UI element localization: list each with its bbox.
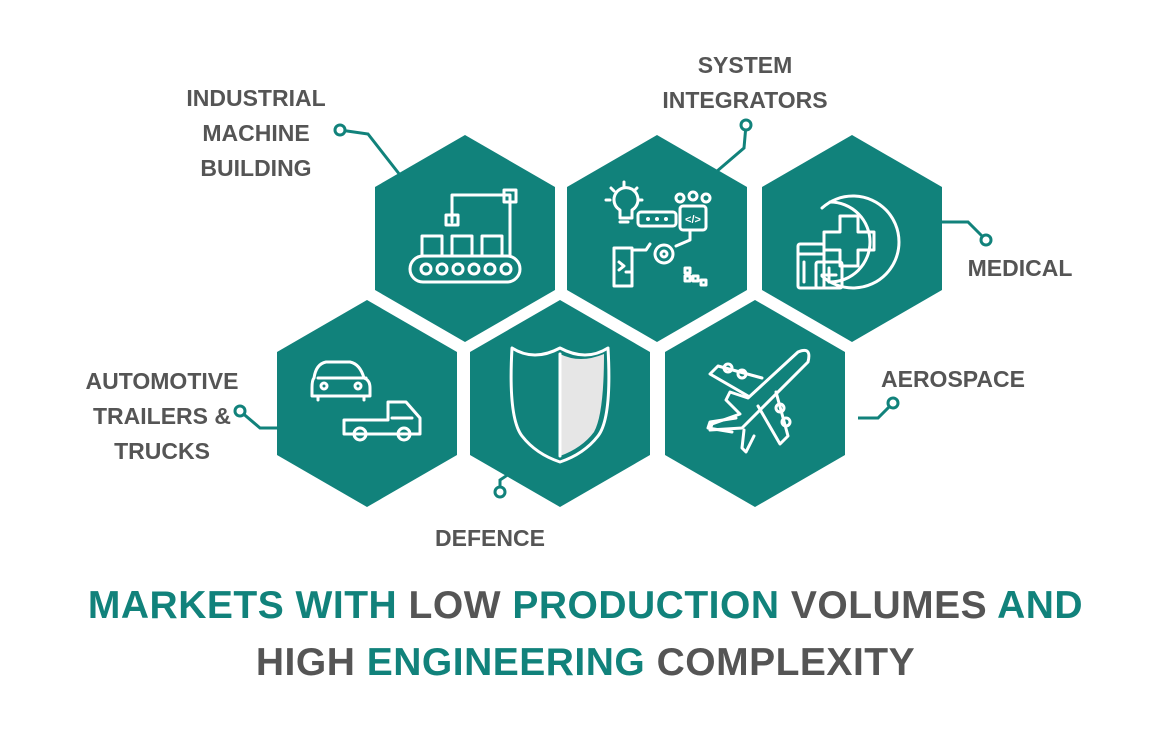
label-automotive-line-2: TRAILERS & (93, 403, 231, 429)
label-defence: DEFENCE (435, 525, 545, 551)
headline-word: VOLUMES (790, 584, 998, 627)
medical-cross-icon (796, 194, 901, 290)
connectors (239, 124, 988, 492)
headline-line-1: MARKETS WITH LOW PRODUCTION VOLUMES AND (0, 584, 1171, 628)
label-aerospace: AEROSPACE (881, 366, 1025, 392)
headline-word: COMPLEXITY (656, 641, 916, 684)
hex-aerospace (665, 300, 845, 507)
label-automotive-line-3: TRUCKS (114, 438, 210, 464)
factory-conveyor-icon (408, 188, 522, 284)
connector-medical (935, 220, 988, 242)
dot-industrial (333, 123, 347, 137)
label-automotive-line-1: AUTOMOTIVE (86, 368, 239, 394)
integration-tech-icon: </> (604, 180, 712, 288)
connector-industrial (339, 128, 402, 176)
airplane-icon (706, 348, 811, 454)
label-system-integrators: SYSTEM INTEGRATORS (662, 52, 827, 113)
dot-system-integrators (739, 118, 753, 132)
hex-system-integrators (567, 135, 747, 342)
label-aerospace-line-1: AEROSPACE (881, 366, 1025, 392)
headline-word: LOW (408, 584, 513, 627)
headline-word: AND (997, 584, 1084, 627)
car-truck-icon (310, 360, 422, 442)
shield-icon (509, 346, 611, 464)
hex-automotive (277, 300, 457, 507)
label-medical-line-1: MEDICAL (968, 255, 1073, 281)
hexagons (277, 135, 942, 507)
connector-dots (233, 118, 993, 499)
dot-automotive (233, 404, 247, 418)
headline-word: PRODUCTION (512, 584, 791, 627)
headline-word: ENGINEERING (366, 641, 657, 684)
connector-system-integrators (715, 124, 748, 174)
dot-medical (979, 233, 993, 247)
hex-medical (762, 135, 942, 342)
label-system-integrators-line-2: INTEGRATORS (662, 87, 827, 113)
headline-line-2: HIGH ENGINEERING COMPLEXITY (0, 641, 1171, 685)
label-automotive: AUTOMOTIVE TRAILERS & TRUCKS (86, 368, 239, 464)
label-industrial: INDUSTRIAL MACHINE BUILDING (186, 85, 325, 181)
label-industrial-line-3: BUILDING (200, 155, 311, 181)
connector-aerospace (858, 401, 895, 420)
dot-defence (493, 485, 507, 499)
headline-word: MARKETS WITH (87, 584, 409, 627)
connector-automotive (239, 409, 285, 430)
label-medical: MEDICAL (968, 255, 1073, 281)
label-system-integrators-line-1: SYSTEM (698, 52, 793, 78)
label-industrial-line-1: INDUSTRIAL (186, 85, 325, 111)
label-industrial-line-2: MACHINE (202, 120, 309, 146)
label-defence-line-1: DEFENCE (435, 525, 545, 551)
dot-aerospace (886, 396, 900, 410)
headline-word: HIGH (255, 641, 367, 684)
hex-industrial (375, 135, 555, 342)
svg-text:</>: </> (685, 214, 701, 226)
